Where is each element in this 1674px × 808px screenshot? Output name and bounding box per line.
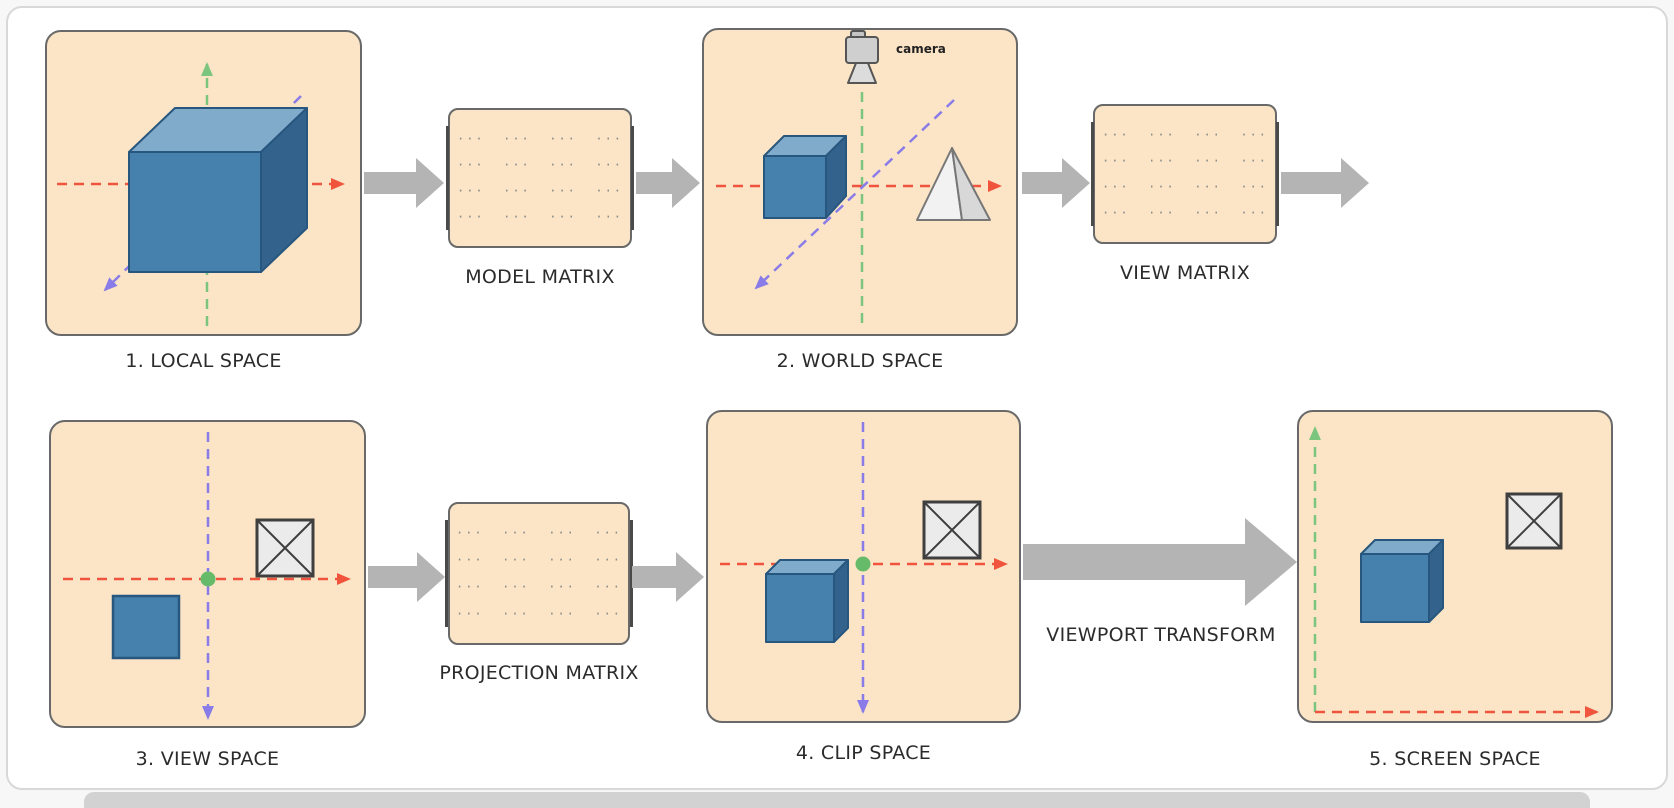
panel-screen-space: [1297, 410, 1613, 723]
label-screen-space: 5. SCREEN SPACE: [1369, 748, 1541, 770]
flow-arrow-3: [1022, 158, 1090, 208]
flow-arrow-2: [636, 158, 700, 208]
view-space-graphic: [63, 432, 351, 720]
below-fold-element: [84, 792, 1590, 808]
matrix-entries: ··· ··· ··· ··· ··· ··· ··· ··· ··· ··· …: [456, 132, 624, 224]
viewport-transform-arrow: [1023, 518, 1297, 606]
panel-clip-space: [706, 410, 1021, 723]
small-cube-icon: [1360, 539, 1444, 623]
projection-matrix-box: ··· ··· ··· ··· ··· ··· ··· ··· ··· ··· …: [444, 502, 634, 645]
origin-dot: [200, 571, 216, 587]
label-view-matrix: VIEW MATRIX: [1119, 262, 1251, 284]
camera-label: camera: [896, 42, 946, 56]
small-cube-icon: [763, 135, 847, 219]
small-cube-icon: [765, 559, 849, 643]
left-bracket-icon: [445, 126, 449, 230]
flow-arrow-1: [364, 158, 444, 208]
flow-arrow-4: [1281, 158, 1369, 208]
left-bracket-icon: [444, 520, 448, 627]
cube-3d-icon: [128, 107, 308, 273]
screen-space-graphic: [1309, 426, 1599, 718]
crossed-box-icon: [255, 518, 315, 578]
flow-arrow-6: [632, 552, 704, 602]
crossed-box-icon: [1505, 492, 1563, 550]
label-view-space: 3. VIEW SPACE: [135, 748, 280, 770]
label-local-space: 1. LOCAL SPACE: [125, 350, 282, 372]
z-axis: [754, 99, 955, 290]
pyramid-icon: [916, 147, 991, 221]
matrix-entries: ··· ··· ··· ··· ··· ··· ··· ··· ··· ··· …: [455, 526, 623, 621]
crossed-box-icon: [922, 500, 982, 560]
label-viewport-transform: VIEWPORT TRANSFORM: [1046, 624, 1276, 646]
label-model-matrix: MODEL MATRIX: [465, 266, 615, 288]
matrix-entries: ··· ··· ··· ··· ··· ··· ··· ··· ··· ··· …: [1101, 128, 1269, 220]
blue-square-icon: [111, 594, 181, 660]
model-matrix-box: ··· ··· ··· ··· ··· ··· ··· ··· ··· ··· …: [445, 108, 635, 248]
label-world-space: 2. WORLD SPACE: [776, 350, 944, 372]
panel-local-space: [45, 30, 362, 336]
flow-arrow-5: [368, 552, 445, 602]
right-bracket-icon: [630, 520, 634, 627]
clip-space-graphic: [720, 422, 1008, 714]
panel-world-space: camera: [702, 28, 1018, 336]
right-bracket-icon: [631, 126, 635, 230]
right-bracket-icon: [1276, 122, 1280, 226]
origin-dot: [855, 556, 871, 572]
label-projection-matrix: PROJECTION MATRIX: [439, 662, 639, 684]
left-bracket-icon: [1090, 122, 1094, 226]
local-space-graphic: [57, 62, 345, 326]
panel-view-space: [49, 420, 366, 728]
world-space-graphic: [716, 92, 1002, 330]
label-clip-space: 4. CLIP SPACE: [795, 742, 932, 764]
view-matrix-box: ··· ··· ··· ··· ··· ··· ··· ··· ··· ··· …: [1090, 104, 1280, 244]
